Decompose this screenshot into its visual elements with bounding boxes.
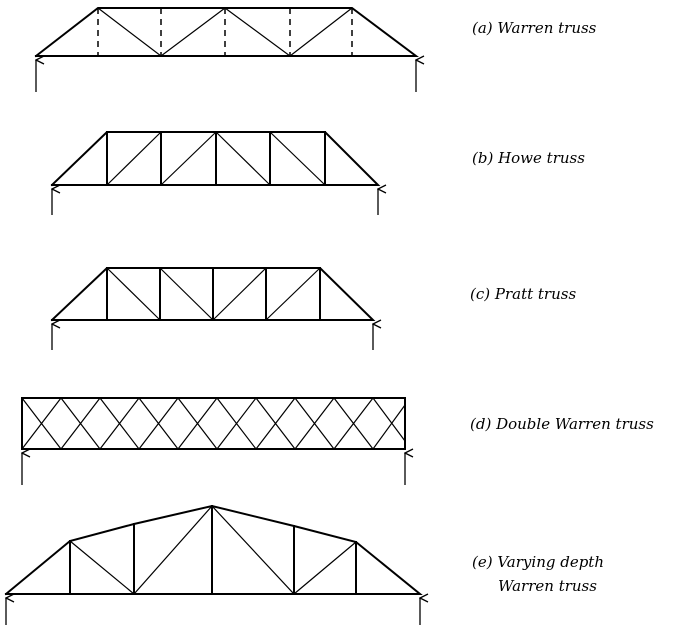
double-warren-truss-label: (d) Double Warren truss xyxy=(470,415,654,433)
varying-depth-chords xyxy=(4,504,423,596)
howe-truss-label: (b) Howe truss xyxy=(472,149,585,167)
howe-diagonal xyxy=(269,131,326,186)
double-warren-diagonals xyxy=(21,397,406,450)
warren-truss xyxy=(34,7,419,92)
warren-chords xyxy=(34,7,419,58)
pratt-diagonal xyxy=(265,267,321,321)
pratt-truss-label: (c) Pratt truss xyxy=(470,285,577,303)
varying-depth-truss-label-line1: (e) Varying depth xyxy=(472,553,604,571)
howe-diagonal xyxy=(160,131,217,186)
double-warren-frame xyxy=(21,397,406,450)
warren-truss-label: (a) Warren truss xyxy=(472,19,597,37)
pratt-diagonal xyxy=(106,267,161,321)
howe-truss xyxy=(50,131,378,215)
double-warren-diagonals xyxy=(21,397,406,451)
double-warren-truss xyxy=(21,397,406,485)
howe-diagonal xyxy=(215,131,271,186)
howe-diagonal xyxy=(106,131,162,186)
pratt-truss xyxy=(50,267,373,350)
pratt-diagonal xyxy=(159,267,214,321)
varying-depth-warren-truss xyxy=(4,504,423,625)
varying-depth-diagonals xyxy=(69,505,357,595)
varying-depth-truss-label-line2: Warren truss xyxy=(498,577,597,595)
pratt-diagonal xyxy=(212,267,267,321)
